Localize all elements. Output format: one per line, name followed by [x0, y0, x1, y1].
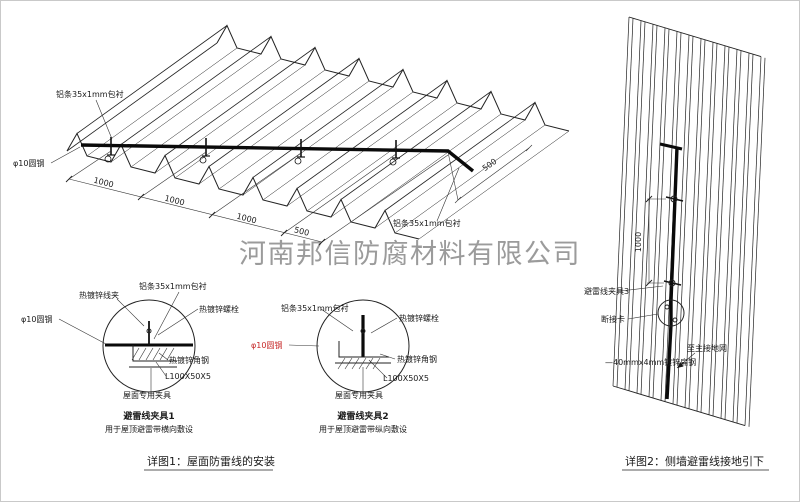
detail2-label-strip: 铝条35x1mm包衬 [281, 303, 349, 313]
wall-label-flat-steel: —40mmx4mm镀锌扁钢 [605, 357, 696, 367]
detail1-label-roof-clamp: 屋面专用夹具 [123, 390, 171, 400]
roof-dim-500-b: 500 [481, 157, 499, 173]
detail2-subtitle: 用于屋顶避雷带纵向敷设 [319, 424, 407, 434]
wall-dim-1000: 1000 [634, 232, 643, 252]
detail1-label-bolt: 热镀锌螺栓 [199, 304, 239, 314]
disconnect-link-circle [657, 299, 685, 327]
detail-circle-1 [58, 291, 199, 393]
wall-label-disconnect-link: 断接卡 [601, 314, 625, 324]
roof-dim-500-a: 500 [293, 225, 310, 237]
roof-label-round-steel: φ10圆钢 [13, 158, 44, 168]
roof-label-leaders [50, 99, 460, 222]
detail2-label-roof-clamp: 屋面专用夹具 [335, 390, 383, 400]
wall-lightning-downlead-wire [665, 146, 679, 400]
roof-lightning-wire [80, 143, 475, 173]
detail1-subtitle: 用于屋顶避雷带横向敷设 [105, 424, 193, 434]
wall-downlead [620, 142, 696, 400]
detail2-label-bolt: 热镀锌螺栓 [399, 313, 439, 323]
detail2-label-angle-steel: 热镀锌角钢 [397, 354, 437, 364]
wall-label-to-ground-grid: 至主接地网 [687, 343, 727, 353]
detail1-label-strip: 铝条35x1mm包衬 [139, 281, 207, 291]
detail-circle-2 [288, 299, 410, 393]
detail1-title: 避雷线夹具1 [123, 410, 174, 422]
roof-far-edge-profile [216, 24, 570, 132]
detail1-label-angle-size: L100X50X5 [165, 372, 211, 381]
detail2-hatching [337, 357, 381, 370]
detail1-label-rod: φ10圆钢 [21, 314, 52, 324]
detail2-title: 避雷线夹具2 [337, 410, 388, 422]
caption-detail1: 详图1：屋面防雷线的安装 [147, 454, 275, 468]
ground-arrowhead [677, 362, 684, 368]
roof-label-aluminum-strip-top: 铝条35x1mm包衬 [56, 89, 124, 99]
detail2-label-rod: φ10圆钢 [251, 340, 282, 350]
detail2-label-angle-size: L100X50X5 [383, 374, 429, 383]
roof-label-aluminum-strip-right: 铝条35x1mm包衬 [393, 218, 461, 228]
wall-label-clamp3: 避雷线夹具3 [584, 286, 629, 296]
detail1-label-angle-steel: 热镀锌角钢 [169, 355, 209, 365]
wall-corrugated-sheet [612, 16, 766, 427]
company-watermark: 河南邦信防腐材料有限公司 [239, 239, 581, 270]
roof-corrugated-sheet [66, 25, 570, 240]
detail1-label-clip: 热镀锌线夹 [79, 290, 119, 300]
roof-dimension-lines [65, 144, 533, 246]
roof-wire-clamps [104, 137, 400, 166]
caption-detail2: 详图2：侧墙避雷线接地引下 [625, 454, 764, 468]
detail1-hatching [131, 347, 175, 361]
